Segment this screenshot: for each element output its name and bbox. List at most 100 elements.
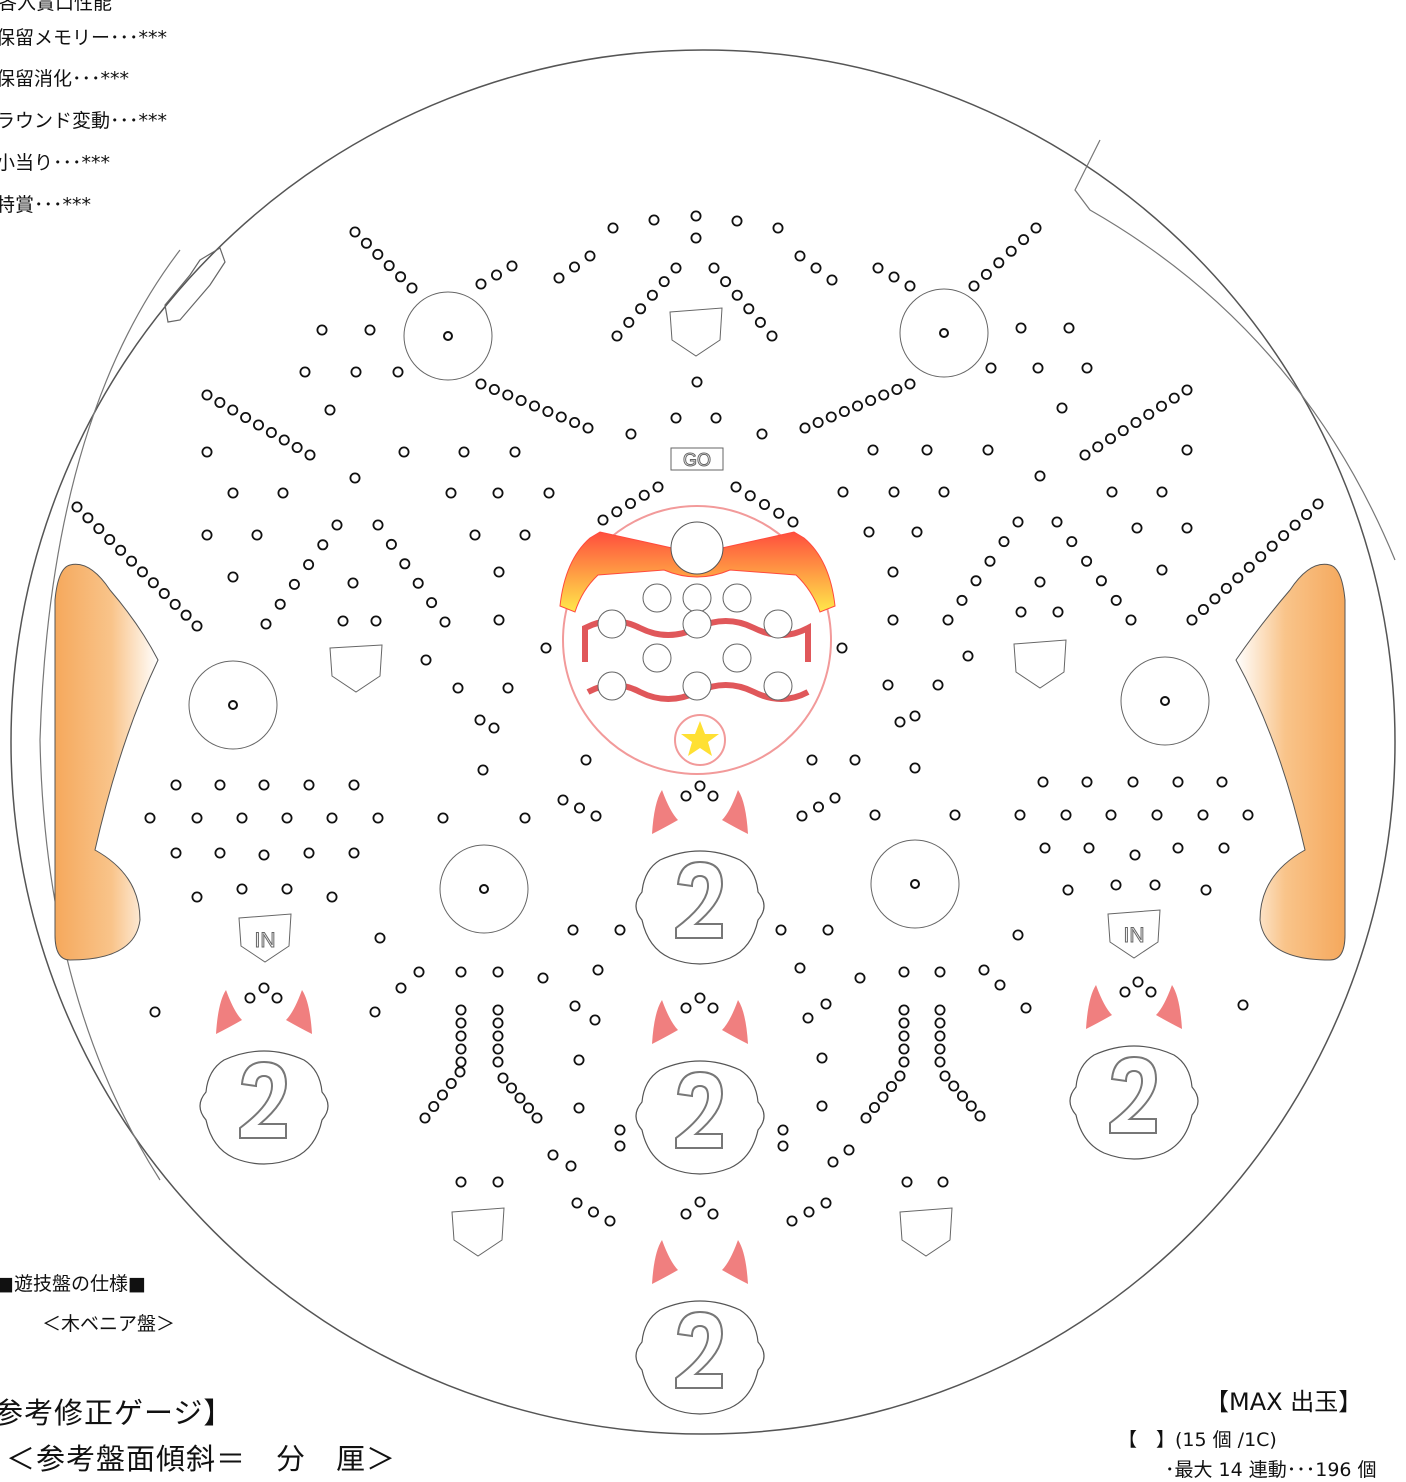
nail [994,979,1006,991]
nail [754,316,766,328]
nail [553,272,565,284]
nail [497,1072,509,1084]
nail [1032,362,1044,374]
nail [399,558,411,570]
nail [492,966,504,978]
nail [274,598,286,610]
nail [1012,929,1024,941]
nail [898,1017,910,1029]
nail [1266,540,1278,552]
nail [984,555,996,567]
nail [529,400,541,412]
nail [878,389,890,401]
windmill-left [188,660,278,750]
nail [573,1102,585,1114]
nail [1151,809,1163,821]
pocket-bottom-left [451,1207,505,1257]
nail [227,404,239,416]
nail [838,405,850,417]
nail [406,282,418,294]
nail [372,519,384,531]
nail [1312,498,1324,510]
nail [493,614,505,626]
nail [786,1215,798,1227]
nail [852,400,864,412]
nail [493,566,505,578]
nail [825,411,837,423]
nail [347,577,359,589]
center-feature [559,505,836,775]
nail [820,1197,832,1209]
nail [372,812,384,824]
windmill-top-left [403,291,493,381]
nail [126,555,138,567]
note-item-1: 保留メモリー･･･*** [0,27,168,49]
nail [1200,884,1212,896]
launch-notch [164,247,226,323]
nail [909,762,921,774]
nail [803,1206,815,1218]
nail [445,487,457,499]
nail [806,754,818,766]
nail [1106,486,1118,498]
nail [829,792,841,804]
nail [1014,809,1026,821]
nail [1012,516,1024,528]
nail [258,779,270,791]
nail [299,366,311,378]
nail [523,1102,535,1114]
nail [569,261,581,273]
nail [227,487,239,499]
nail [743,303,755,315]
nail [260,618,272,630]
nail [1197,809,1209,821]
nail-field [71,210,1324,1227]
nail [537,972,549,984]
nail [439,616,451,628]
nail [1172,842,1184,854]
nail [611,506,623,518]
nail [201,389,213,401]
in-label-left: IN [255,929,276,952]
nail [317,539,329,551]
nail [475,378,487,390]
nail [860,1112,872,1124]
nail [888,271,900,283]
nail [1039,842,1051,854]
nail [349,226,361,238]
nail [597,514,609,526]
nail [934,966,946,978]
nail [104,533,116,545]
windmill-top-right [899,288,989,378]
nail [542,405,554,417]
nail [337,615,349,627]
nail [271,992,283,1004]
max-out-title: 【MAX 出玉】 [1205,1388,1363,1416]
nail [1056,402,1068,414]
nail [555,411,567,423]
nail [369,1006,381,1018]
nail [898,1043,910,1055]
nail [888,486,900,498]
nail [766,330,778,342]
star-icon [681,721,719,756]
nail [877,1091,889,1103]
nail [968,280,980,292]
nail [455,1056,467,1068]
nail [147,577,159,589]
nail [694,992,706,1004]
nail [455,966,467,978]
nail [872,262,884,274]
max-out-line1: 【 】(15 個 /1C) [1118,1429,1277,1451]
nail [547,1149,559,1161]
nail [759,498,771,510]
nail [982,444,994,456]
nail [413,966,425,978]
nail [569,416,581,428]
nail [258,849,270,861]
nail [898,1056,910,1068]
nail [843,1144,855,1156]
nail [571,1197,583,1209]
right-rail [1074,139,1396,561]
